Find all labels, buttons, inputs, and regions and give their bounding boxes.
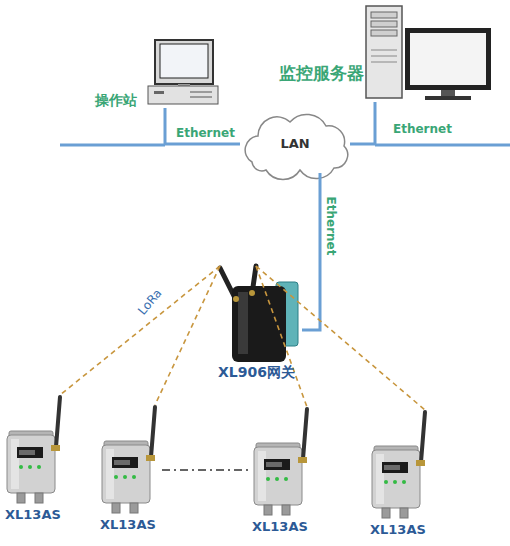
sensor-node: XL13AS bbox=[100, 405, 162, 535]
server-icon bbox=[366, 6, 491, 100]
workstation-icon bbox=[148, 40, 218, 104]
ethernet-link bbox=[165, 108, 240, 144]
workstation-node: 操作站 bbox=[92, 38, 220, 108]
sensor-node: XL13AS bbox=[252, 407, 314, 537]
continuation-line bbox=[162, 469, 252, 470]
lan-cloud bbox=[245, 114, 348, 179]
gateway-node: XL906网关 bbox=[214, 266, 302, 386]
device-icon bbox=[102, 407, 155, 513]
server-node: 监控服务器 bbox=[275, 2, 508, 102]
gateway-icon bbox=[220, 266, 298, 362]
lan-node: LAN bbox=[240, 115, 350, 173]
edge-label: Ethernet bbox=[324, 197, 338, 256]
node-label: LAN bbox=[280, 136, 309, 152]
lora-link bbox=[256, 266, 425, 410]
node-label: XL13AS bbox=[5, 507, 61, 523]
device-icon bbox=[7, 397, 60, 503]
node-label: XL13AS bbox=[100, 517, 156, 533]
ethernet-bus bbox=[375, 144, 510, 147]
node-label: XL13AS bbox=[370, 522, 426, 538]
node-label: XL13AS bbox=[252, 519, 308, 535]
lora-link bbox=[256, 266, 307, 407]
sensor-node: XL13AS bbox=[5, 395, 67, 525]
device-icon bbox=[254, 409, 307, 515]
device-icon bbox=[372, 412, 425, 518]
node-label: XL906网关 bbox=[218, 364, 295, 381]
edge-label: Ethernet bbox=[176, 126, 235, 140]
ethernet-link bbox=[350, 102, 375, 144]
node-label: 监控服务器 bbox=[279, 63, 364, 83]
lora-link bbox=[155, 266, 220, 405]
ethernet-bus bbox=[60, 144, 165, 147]
edge-label: Ethernet bbox=[393, 122, 452, 136]
node-label: 操作站 bbox=[95, 92, 137, 109]
lora-link bbox=[60, 266, 220, 395]
sensor-node: XL13AS bbox=[370, 410, 432, 540]
